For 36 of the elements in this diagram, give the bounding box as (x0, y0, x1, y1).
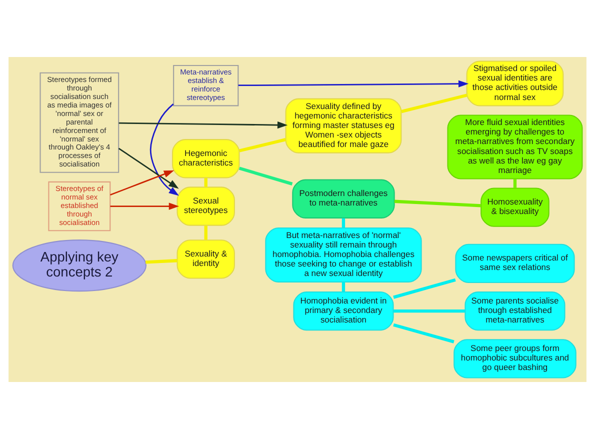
node-box: Stereotypes of normal sex established through socialisation (48, 180, 111, 231)
node-box: Stereotypes formed through socialisation such as media images of 'normal' sex or parental reinforcement of 'normal' sex through Oakley's 4 processes of socialisation (40, 72, 120, 172)
node-box: But meta-narratives of 'normal' sexuality still remain through homophobia. Homophobia challenges those seeking to change or establish a new sexual identity (265, 226, 422, 282)
connector (204, 178, 208, 186)
connector (401, 93, 468, 113)
arrow (110, 170, 174, 195)
node-box: Sexual stereotypes (176, 186, 235, 226)
node-box: Sexuality defined by hegemonic characteristics forming master statuses eg Women -sex objects beautified for male gaze (285, 98, 402, 153)
connector (393, 278, 456, 298)
connector (393, 322, 454, 343)
node-ellipse: Applying key concepts 2 (12, 239, 146, 292)
node-box: Homophobia evident in primary & secondary socialisation (293, 290, 394, 330)
arrow (110, 202, 180, 210)
node-box: Sexuality & identity (176, 239, 235, 278)
connector (342, 218, 346, 228)
node-box: Stigmatised or spoiled sexual identities are those activities outside normal sex (466, 60, 564, 106)
node-box: Some parents socialise through established meta-narratives (464, 290, 566, 330)
arrow (150, 103, 179, 196)
arrow (118, 120, 288, 128)
connector (145, 258, 178, 264)
connector (394, 199, 482, 207)
arrow (118, 147, 179, 188)
connector (204, 225, 208, 240)
arrow (238, 80, 469, 87)
connector (342, 282, 346, 292)
node-box: Meta-narratives establish & reinforce stereotypes (173, 64, 239, 106)
node-box: Some newspapers critical of same sex relations (455, 243, 575, 283)
node-box: Some peer groups form homophobic subcultures and go queer bashing (454, 338, 576, 378)
node-box: Homosexuality & bisexuality (480, 187, 550, 226)
node-box: More fluid sexual identities emerging by challenges to meta-narratives from secondary socialisation such as TV soaps as well as the law eg gay marriage (447, 114, 583, 179)
connector (513, 178, 517, 188)
connector (394, 308, 466, 312)
node-box: Postmodern challenges to meta-narratives (292, 178, 395, 218)
connector (238, 166, 293, 185)
node-box: Hegemonic characteristics (172, 138, 240, 178)
connector (239, 138, 286, 152)
